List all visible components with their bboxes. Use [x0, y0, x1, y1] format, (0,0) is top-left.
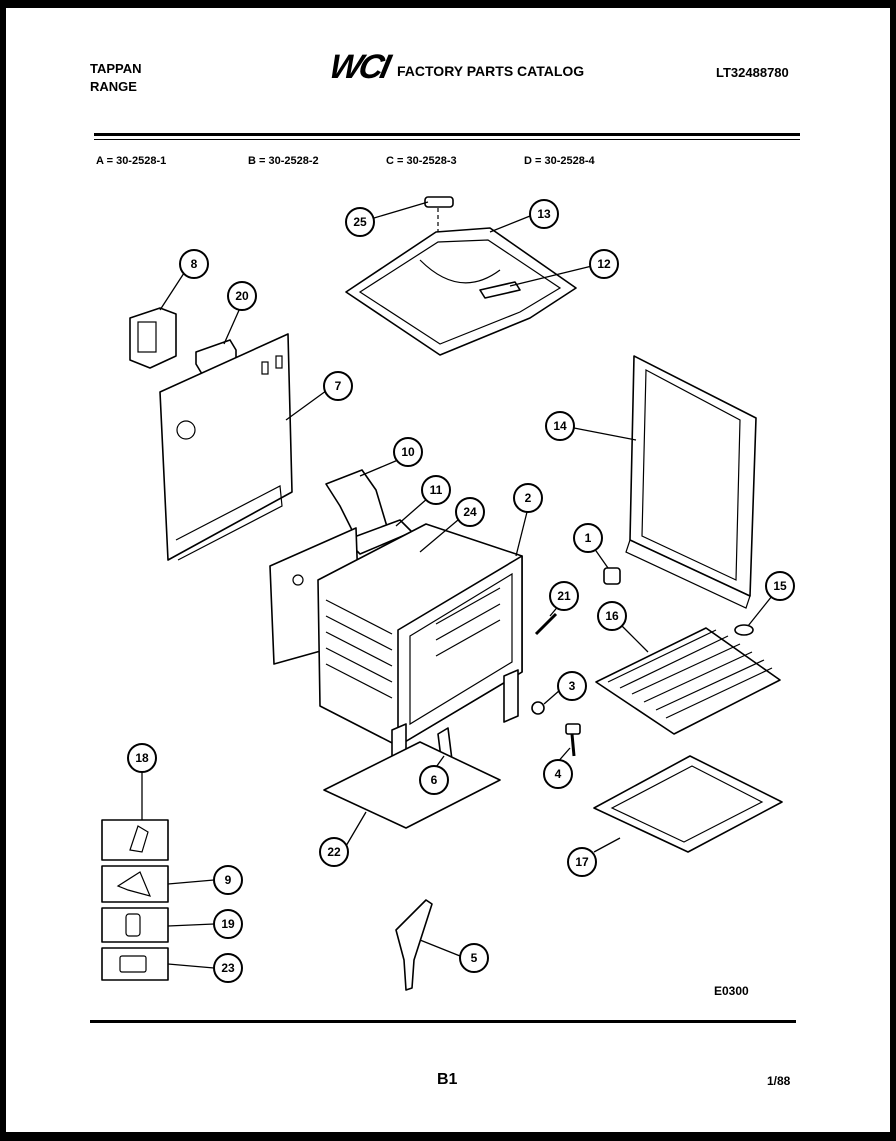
callout-25: 25	[345, 207, 375, 237]
header-rule-top	[94, 133, 800, 136]
svg-text:18: 18	[135, 751, 149, 765]
part-23-detail-box	[101, 947, 169, 981]
part-19-detail-box	[101, 907, 169, 943]
svg-text:20: 20	[235, 289, 249, 303]
callout-6: 6	[419, 765, 449, 795]
svg-text:9: 9	[225, 873, 232, 887]
callout-16: 16	[597, 601, 627, 631]
callout-5: 5	[459, 943, 489, 973]
callout-17: 17	[567, 847, 597, 877]
callout-18: 18	[127, 743, 157, 773]
svg-text:6: 6	[431, 773, 438, 787]
svg-text:23: 23	[221, 961, 235, 975]
part-21-rod	[534, 612, 558, 636]
svg-text:2: 2	[525, 491, 532, 505]
svg-text:15: 15	[773, 579, 787, 593]
svg-text:8: 8	[191, 257, 198, 271]
callout-19: 19	[213, 909, 243, 939]
part-18-detail-box	[101, 819, 169, 861]
callout-15: 15	[765, 571, 795, 601]
svg-text:5: 5	[471, 951, 478, 965]
part-1-knob	[603, 567, 621, 585]
callout-9: 9	[213, 865, 243, 895]
brand-line-1: TAPPAN	[90, 61, 142, 76]
callout-22: 22	[319, 837, 349, 867]
svg-text:14: 14	[553, 419, 567, 433]
svg-text:4: 4	[555, 767, 562, 781]
callout-8: 8	[179, 249, 209, 279]
callout-3: 3	[557, 671, 587, 701]
part-8-bracket	[129, 307, 177, 369]
svg-text:17: 17	[575, 855, 589, 869]
part-16-oven-rack	[595, 627, 781, 735]
part-17-broiler-pan	[593, 755, 783, 853]
page-label: B1	[437, 1071, 458, 1088]
callout-7: 7	[323, 371, 353, 401]
svg-text:11: 11	[430, 483, 443, 497]
date-code: 1/88	[767, 1074, 791, 1088]
svg-text:16: 16	[605, 609, 619, 623]
brand-line-2: RANGE	[90, 79, 137, 94]
part-13-top-panel	[345, 227, 577, 356]
part-3-nut	[531, 701, 545, 715]
svg-text:12: 12	[597, 257, 611, 271]
svg-text:22: 22	[327, 845, 341, 859]
svg-text:3: 3	[569, 679, 576, 693]
callout-4: 4	[543, 759, 573, 789]
callout-14: 14	[545, 411, 575, 441]
header-rule-bottom	[94, 139, 800, 140]
svg-text:7: 7	[335, 379, 342, 393]
part-5-clamp	[395, 899, 433, 991]
catalog-title: FACTORY PARTS CATALOG	[397, 63, 585, 79]
part-14-door-frame	[625, 355, 757, 609]
svg-text:1: 1	[585, 531, 592, 545]
callout-10: 10	[393, 437, 423, 467]
model-b: B = 30-2528-2	[248, 155, 319, 167]
part-15-glide	[734, 624, 754, 636]
callout-12: 12	[589, 249, 619, 279]
svg-text:24: 24	[463, 505, 477, 519]
model-d: D = 30-2528-4	[524, 155, 595, 167]
drawing-code: E0300	[714, 984, 749, 998]
callout-13: 13	[529, 199, 559, 229]
part-4-screw	[565, 723, 581, 757]
part-7-side-panel	[159, 333, 293, 561]
part-9-detail-box	[101, 865, 169, 903]
callout-2: 2	[513, 483, 543, 513]
footer-rule	[90, 1020, 796, 1023]
callout-20: 20	[227, 281, 257, 311]
part-2-oven-body	[317, 523, 523, 779]
callout-24: 24	[455, 497, 485, 527]
callout-11: 11	[421, 475, 451, 505]
svg-text:21: 21	[557, 589, 571, 603]
svg-text:19: 19	[221, 917, 235, 931]
model-a: A = 30-2528-1	[96, 155, 167, 167]
part-22-bottom-panel	[323, 741, 501, 829]
callout-1: 1	[573, 523, 603, 553]
catalog-number: LT32488780	[716, 65, 789, 80]
svg-text:10: 10	[401, 445, 415, 459]
callout-21: 21	[549, 581, 579, 611]
callout-23: 23	[213, 953, 243, 983]
model-c: C = 30-2528-3	[386, 155, 457, 167]
svg-text:25: 25	[353, 215, 367, 229]
svg-text:13: 13	[537, 207, 551, 221]
